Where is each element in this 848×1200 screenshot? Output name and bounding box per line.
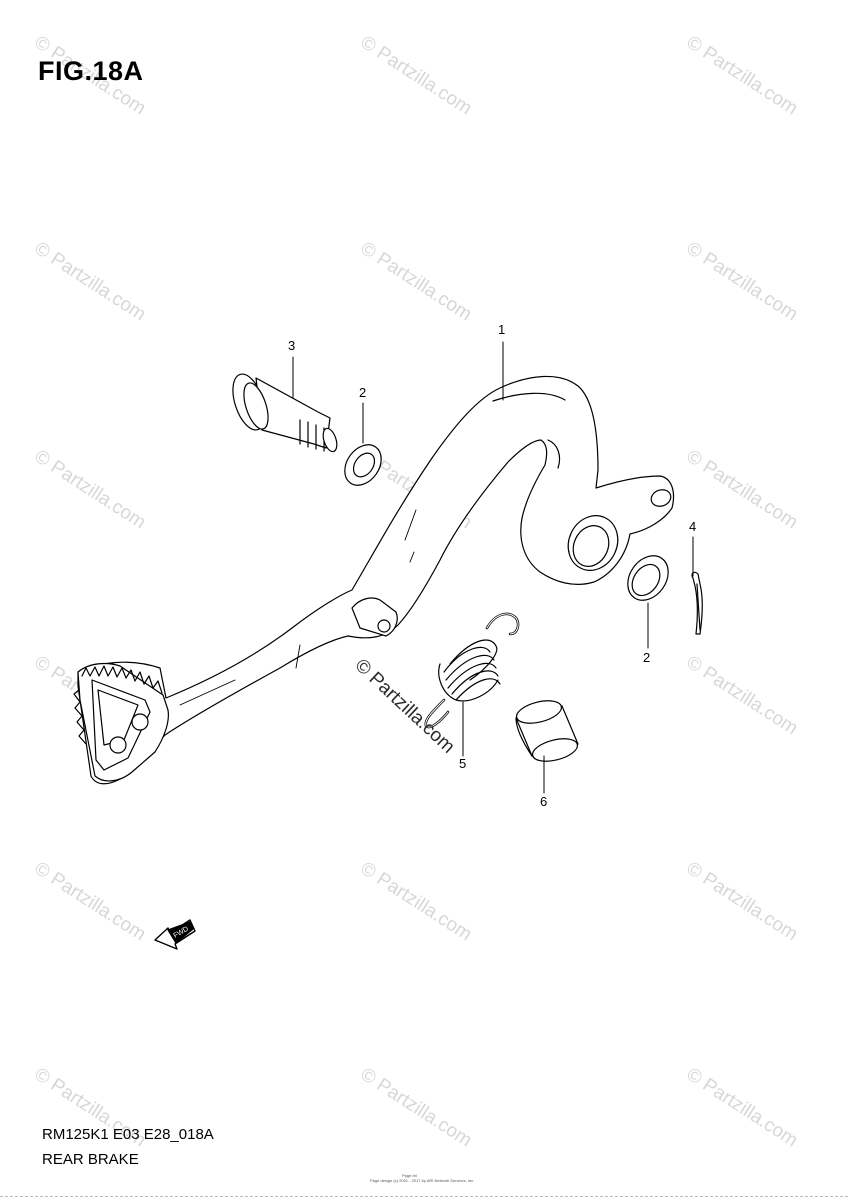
bushing: [515, 700, 579, 762]
callout-4: 4: [689, 519, 697, 534]
copyright-fine-print: Page design (c) 2001 - 2017 by ARI Netwo…: [370, 1178, 475, 1183]
washer-upper: [344, 444, 382, 486]
callout-5: 5: [459, 756, 467, 771]
cotter-pin: [691, 571, 703, 635]
return-spring: [424, 612, 520, 729]
section-name: REAR BRAKE: [42, 1151, 139, 1168]
washer-lower: [627, 555, 669, 601]
callout-6: 6: [540, 794, 548, 809]
callout-1: 1: [498, 322, 506, 337]
callout-2-upper: 2: [359, 385, 367, 400]
callout-3: 3: [288, 338, 296, 353]
callout-2-lower: 2: [643, 650, 651, 665]
figure-title: FIG.18A: [38, 56, 144, 86]
model-code: RM125K1 E03 E28_018A: [42, 1126, 214, 1143]
page-bottom-border: [0, 1196, 848, 1197]
forward-arrow-icon: [154, 919, 196, 950]
pivot-bolt: [232, 373, 338, 453]
fine-print: Page bit: [402, 1173, 417, 1178]
brake-pedal-lever: [73, 375, 675, 785]
